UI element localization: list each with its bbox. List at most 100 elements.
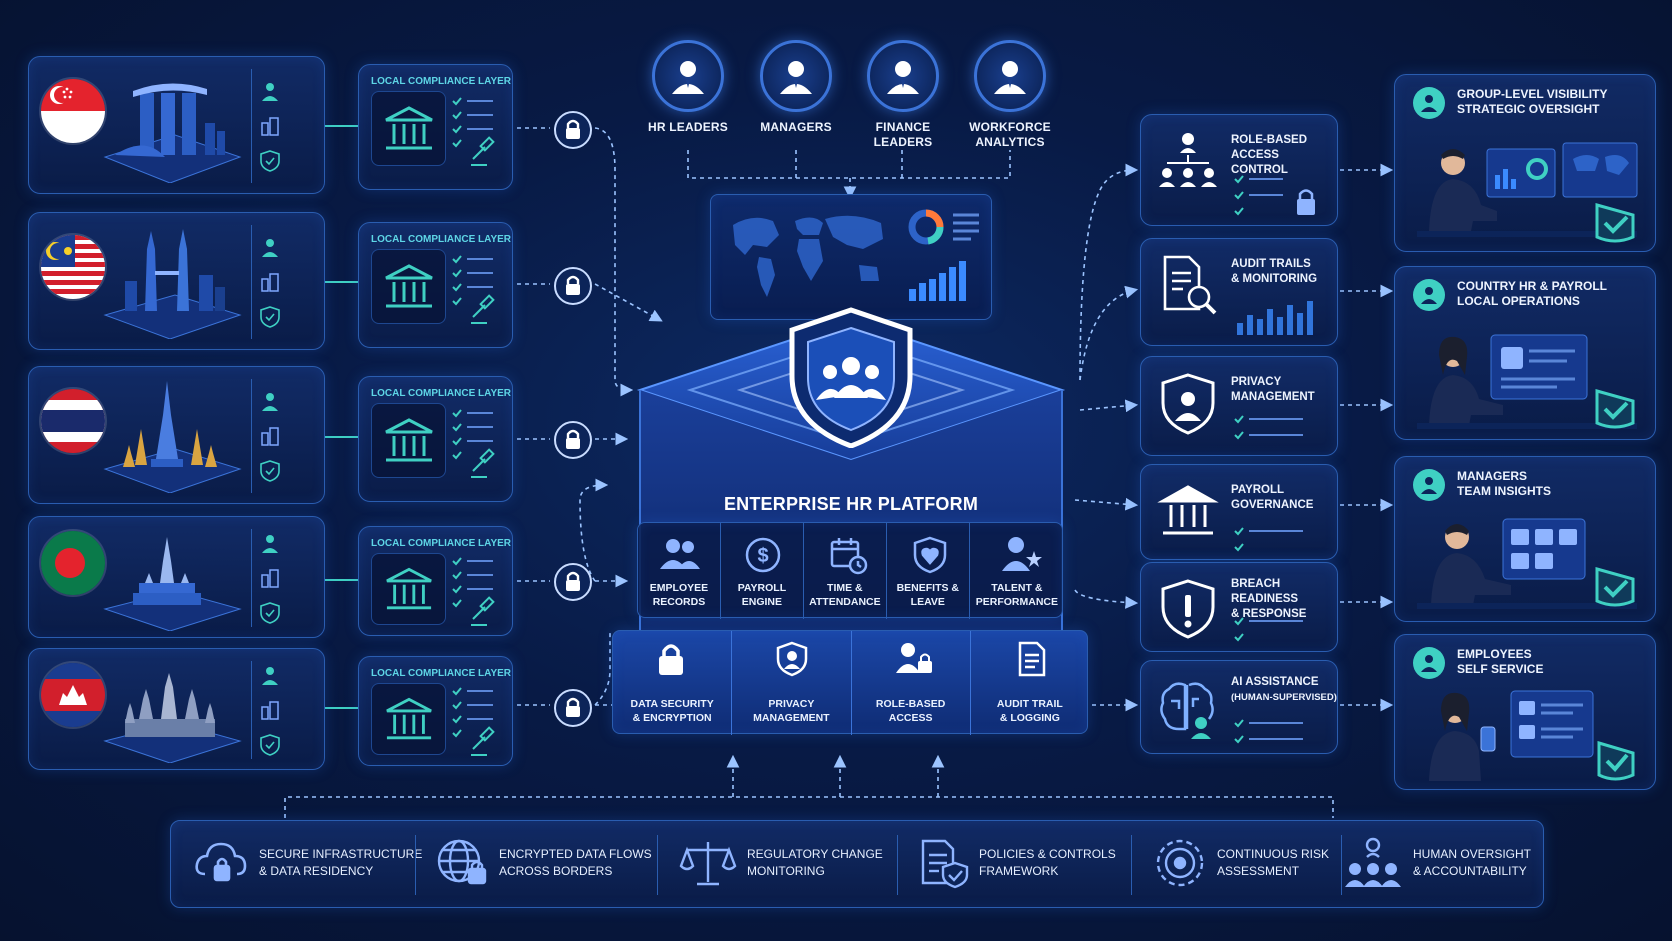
document-search-icon — [1155, 253, 1221, 319]
foundation-human-oversight[interactable]: HUMAN OVERSIGHT& ACCOUNTABILITY — [1343, 821, 1531, 905]
manager-at-laptop-illustration-icon — [1407, 509, 1647, 615]
buildings-icon — [259, 425, 283, 447]
security-label: MANAGEMENT — [753, 712, 830, 724]
bar-chart-icon — [1235, 297, 1325, 335]
shield-check-icon — [259, 601, 283, 625]
compliance-layer-card[interactable]: LOCAL COMPLIANCE LAYER — [358, 222, 513, 348]
security-data-encryption[interactable]: DATA SECURITY& ENCRYPTION — [613, 631, 733, 735]
module-time-attendance[interactable]: TIME &ATTENDANCE — [804, 523, 887, 619]
side-icons — [259, 237, 283, 341]
governance-label: BREACH READINESS& RESPONSE — [1231, 578, 1307, 620]
document-shield-icon — [919, 837, 969, 889]
checklist-icon — [1233, 717, 1323, 747]
security-audit-trail[interactable]: AUDIT TRAIL& LOGGING — [971, 631, 1089, 735]
governance-breach-readiness[interactable]: BREACH READINESS& RESPONSE — [1140, 562, 1338, 652]
foundation-label: SECURE INFRASTRUCTURE& DATA RESIDENCY — [259, 847, 423, 878]
people-icon — [658, 537, 702, 571]
compliance-layer-label: LOCAL COMPLIANCE LAYER — [371, 234, 512, 245]
governance-ai-assistance[interactable]: AI ASSISTANCE(HUMAN-SUPERVISED) — [1140, 660, 1338, 754]
module-talent-performance[interactable]: TALENT &PERFORMANCE — [970, 523, 1064, 619]
checklist-icon — [1233, 615, 1323, 643]
checklist-gavel-icon — [451, 405, 505, 485]
country-card-bangladesh[interactable] — [28, 516, 325, 638]
shield-check-icon — [259, 149, 283, 173]
hr-specialist-at-laptop-illustration-icon — [1407, 325, 1647, 435]
person-icon — [259, 391, 283, 413]
cambodia-flag-icon — [41, 663, 105, 727]
divider — [251, 69, 252, 183]
national-monument-landmark-icon — [95, 525, 245, 631]
stakeholder-managers[interactable]: MANAGERS — [741, 40, 851, 135]
country-card-thailand[interactable] — [28, 366, 325, 504]
compliance-layer-label: LOCAL COMPLIANCE LAYER — [371, 538, 512, 549]
svg-text:$: $ — [757, 545, 768, 567]
country-card-singapore[interactable] — [28, 56, 325, 194]
stakeholder-hr-leaders[interactable]: HR LEADERS — [633, 40, 743, 135]
thailand-flag-icon — [41, 389, 105, 453]
country-card-cambodia[interactable] — [28, 648, 325, 770]
country-card-malaysia[interactable] — [28, 212, 325, 350]
module-benefits-leave[interactable]: BENEFITS &LEAVE — [887, 523, 970, 619]
buildings-icon — [259, 115, 283, 137]
buildings-icon — [259, 567, 283, 589]
divider — [657, 835, 658, 895]
compliance-layer-card[interactable]: LOCAL COMPLIANCE LAYER — [358, 376, 513, 502]
person-icon — [1413, 647, 1445, 679]
person-icon — [1413, 469, 1445, 501]
platform-title: ENTERPRISE HR PLATFORM — [723, 494, 979, 514]
governance-audit-trails[interactable]: AUDIT TRAILS& MONITORING — [1140, 238, 1338, 346]
document-icon — [1017, 641, 1047, 677]
compliance-layer-card[interactable]: LOCAL COMPLIANCE LAYER — [358, 64, 513, 190]
stakeholder-label: MANAGERS — [760, 120, 832, 134]
person-star-icon — [1000, 535, 1044, 575]
lock-icon — [553, 420, 593, 460]
module-label: BENEFITS & — [896, 582, 959, 594]
lock-icon — [655, 641, 687, 677]
divider — [1341, 835, 1342, 895]
governance-label: AI ASSISTANCE(HUMAN-SUPERVISED) — [1231, 676, 1337, 703]
security-label: ACCESS — [888, 712, 933, 724]
security-label: DATA SECURITY — [630, 698, 714, 710]
executive-at-monitors-illustration-icon — [1407, 135, 1647, 247]
compliance-layer-label: LOCAL COMPLIANCE LAYER — [371, 388, 512, 399]
cloud-lock-icon — [193, 838, 249, 888]
checklist-icon — [1233, 413, 1323, 447]
side-icons — [259, 81, 283, 185]
world-map-icon — [723, 205, 893, 305]
foundation-secure-infrastructure[interactable]: SECURE INFRASTRUCTURE& DATA RESIDENCY — [193, 821, 422, 905]
bank-icon — [1155, 479, 1221, 545]
divider — [415, 835, 416, 895]
bank-icon — [371, 683, 446, 755]
module-label: PAYROLL — [737, 582, 787, 594]
compliance-layer-card[interactable]: LOCAL COMPLIANCE LAYER — [358, 526, 513, 636]
scales-icon — [679, 838, 737, 888]
radar-icon — [1153, 836, 1207, 890]
divider — [1131, 835, 1132, 895]
module-payroll-engine[interactable]: $ PAYROLL ENGINE — [721, 523, 804, 619]
module-label: ENGINE — [741, 596, 783, 608]
compliance-layer-card[interactable]: LOCAL COMPLIANCE LAYER — [358, 656, 513, 766]
governance-label: AUDIT TRAILS& MONITORING — [1231, 258, 1318, 285]
